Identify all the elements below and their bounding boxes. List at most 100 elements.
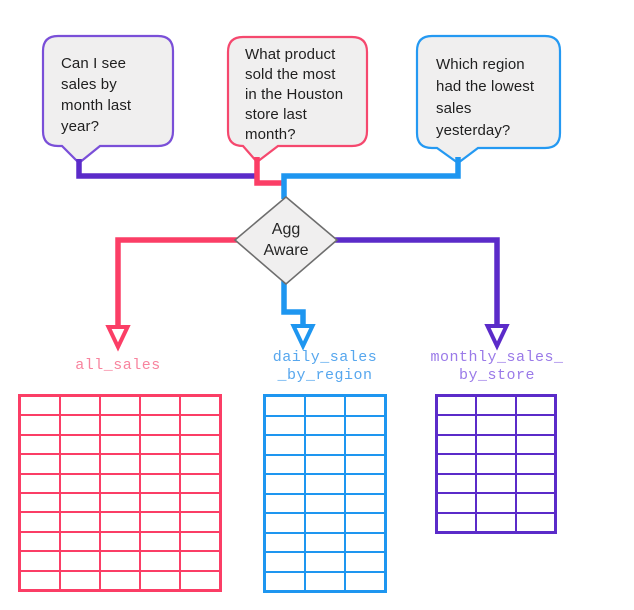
- table-cell: [306, 436, 344, 454]
- table-cell: [181, 435, 219, 454]
- table-cell: [181, 513, 219, 531]
- table-grid-daily-sales-by-region: [263, 394, 387, 593]
- table-cell: [346, 572, 384, 590]
- table-cell: [181, 552, 219, 570]
- table-cell: [21, 513, 59, 531]
- connector-purple-bus: [76, 159, 256, 179]
- table-cell: [346, 397, 384, 415]
- table-cell: [101, 532, 139, 551]
- table-cell: [306, 416, 344, 434]
- table-cell: [101, 571, 139, 589]
- table-cell: [141, 455, 179, 473]
- table-cell: [438, 513, 476, 531]
- table-grid-all-sales: [18, 394, 222, 592]
- table-cell: [266, 494, 304, 512]
- table-cell: [438, 474, 476, 493]
- table-cell: [266, 533, 304, 551]
- table-cell: [101, 416, 139, 434]
- table-cell: [21, 397, 59, 415]
- table-cell: [61, 552, 99, 570]
- table-cell: [21, 532, 59, 551]
- decision-diamond-shape: [233, 195, 339, 286]
- table-cell: [266, 397, 304, 415]
- connector-blue-out: [281, 281, 306, 328]
- speech-bubble-3-shape: [415, 34, 562, 165]
- table-cell: [346, 416, 384, 434]
- table-cell: [477, 474, 515, 493]
- table-cell: [346, 514, 384, 532]
- question-bubble-3-text: Which region had the lowest sales yester…: [436, 56, 535, 139]
- table-cell: [438, 397, 476, 415]
- table-cell: [21, 552, 59, 570]
- table-cell: [101, 455, 139, 473]
- table-cell: [477, 513, 515, 531]
- table-cell: [61, 571, 99, 589]
- table-cell: [516, 513, 554, 531]
- table-cell: [141, 532, 179, 551]
- connector-pink-drop: [254, 157, 282, 186]
- table-cell: [306, 553, 344, 571]
- table-cell: [181, 474, 219, 492]
- table-cell: [61, 455, 99, 473]
- table-cell: [266, 436, 304, 454]
- question-bubble-1-text: Can I see sales by month last year?: [61, 55, 132, 135]
- table-cell: [141, 493, 179, 512]
- table-cell: [21, 435, 59, 454]
- table-cell: [21, 493, 59, 512]
- table-cell: [306, 455, 344, 473]
- arrowhead-blue: [290, 324, 316, 351]
- table-cell: [516, 474, 554, 493]
- table-label-monthly-sales-by-store: monthly_sales_ by_store: [430, 349, 564, 384]
- table-cell: [477, 494, 515, 512]
- table-cell: [306, 533, 344, 551]
- table-cell: [477, 435, 515, 454]
- table-cell: [181, 532, 219, 551]
- table-cell: [141, 474, 179, 492]
- table-cell: [141, 435, 179, 454]
- decision-diamond-label: Agg Aware: [263, 221, 309, 259]
- table-cell: [101, 435, 139, 454]
- arrowhead-pink: [105, 325, 131, 352]
- connector-purple-out: [335, 237, 500, 328]
- table-cell: [141, 552, 179, 570]
- table-cell: [181, 455, 219, 473]
- table-cell: [61, 397, 99, 415]
- table-cell: [477, 416, 515, 434]
- table-cell: [346, 436, 384, 454]
- table-cell: [306, 397, 344, 415]
- table-cell: [266, 572, 304, 590]
- table-cell: [477, 397, 515, 415]
- table-cell: [61, 513, 99, 531]
- table-cell: [516, 455, 554, 473]
- table-label-daily-sales-by-region: daily_sales _by_region: [272, 349, 378, 384]
- table-cell: [346, 494, 384, 512]
- table-cell: [61, 416, 99, 434]
- table-cell: [266, 455, 304, 473]
- table-cell: [346, 455, 384, 473]
- table-cell: [141, 571, 179, 589]
- connector-blue-bus: [281, 157, 461, 199]
- table-cell: [438, 435, 476, 454]
- table-cell: [101, 474, 139, 492]
- table-cell: [21, 474, 59, 492]
- table-cell: [141, 513, 179, 531]
- speech-bubble-2-shape: [226, 35, 369, 164]
- table-cell: [181, 397, 219, 415]
- speech-bubble-1-shape: [41, 34, 175, 165]
- table-cell: [181, 571, 219, 589]
- table-cell: [438, 455, 476, 473]
- table-cell: [438, 494, 476, 512]
- table-cell: [438, 416, 476, 434]
- table-cell: [266, 514, 304, 532]
- question-bubble-2-text: What product sold the most in the Housto…: [245, 46, 344, 143]
- table-cell: [181, 416, 219, 434]
- table-cell: [516, 416, 554, 434]
- table-cell: [61, 493, 99, 512]
- table-cell: [101, 552, 139, 570]
- table-cell: [21, 455, 59, 473]
- table-cell: [101, 397, 139, 415]
- table-cell: [346, 553, 384, 571]
- table-cell: [21, 416, 59, 434]
